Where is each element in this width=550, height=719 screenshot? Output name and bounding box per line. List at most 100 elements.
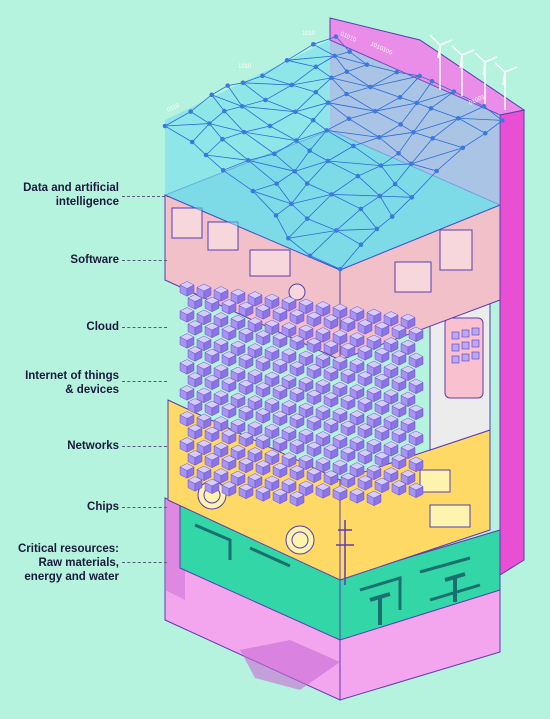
network-node	[304, 216, 310, 221]
cloud-cube	[204, 478, 220, 487]
network-link	[379, 131, 414, 138]
cloud-cube	[357, 345, 373, 353]
network-link	[296, 140, 310, 151]
network-link	[326, 130, 380, 138]
network-link	[287, 55, 335, 61]
cloud-cube	[383, 441, 399, 449]
network-link	[262, 59, 288, 77]
network-node	[273, 213, 279, 218]
network-link	[190, 111, 210, 124]
network-node	[389, 214, 395, 219]
network-link	[286, 43, 314, 61]
leader-line	[122, 196, 170, 197]
cloud-cube	[366, 490, 382, 499]
cloud-cube	[187, 476, 203, 484]
network-node	[333, 34, 339, 39]
network-node	[188, 109, 193, 114]
cloud-cube	[366, 308, 382, 317]
cloud-cube	[323, 366, 339, 374]
network-node	[377, 193, 383, 199]
cloud-cube	[349, 332, 365, 340]
cloud-cube	[179, 463, 195, 471]
network-link	[349, 51, 368, 65]
cloud-cube	[204, 400, 220, 409]
network-link	[294, 160, 328, 172]
network-link	[378, 137, 399, 154]
cloud-cube	[179, 411, 195, 419]
network-link	[307, 218, 337, 231]
iot-layer	[429, 289, 491, 451]
cloud-cube	[272, 332, 288, 341]
network-link	[413, 131, 433, 139]
network-link	[191, 123, 210, 143]
cloud-cube	[264, 293, 280, 302]
network-node	[241, 129, 247, 135]
network-node	[307, 148, 312, 153]
cloud-cube	[247, 395, 263, 403]
cloud-cube	[221, 429, 237, 437]
cloud-cube	[255, 356, 271, 364]
network-node	[344, 69, 350, 75]
cloud-cube	[255, 486, 271, 494]
cloud-cube	[332, 433, 348, 442]
network-node	[358, 242, 364, 247]
network-link	[376, 216, 393, 230]
cloud-cube	[298, 350, 314, 359]
network-link	[353, 136, 380, 147]
cloud-cube	[408, 430, 424, 439]
network-link	[244, 125, 271, 133]
cloud-cube	[247, 447, 263, 455]
cloud-cube	[323, 418, 339, 426]
cloud-cube	[255, 460, 271, 468]
layer-label-chips: Chips	[87, 501, 119, 513]
network-link	[432, 137, 463, 149]
cloud-cube	[264, 475, 280, 484]
network-node	[358, 206, 364, 212]
cloud-cube	[238, 353, 254, 362]
cloud-cube	[179, 359, 195, 367]
network-link	[375, 102, 417, 112]
network-link	[190, 94, 212, 112]
network-node	[203, 152, 209, 158]
network-node	[263, 97, 268, 103]
network-link	[326, 118, 350, 131]
cloud-cube	[408, 378, 424, 387]
cloud-cube	[247, 473, 263, 481]
cloud-cube	[264, 423, 280, 432]
cloud-cube	[315, 483, 331, 491]
leader-line	[122, 381, 167, 382]
network-link	[315, 91, 329, 103]
cloud-cube	[374, 399, 390, 408]
cloud-cube	[221, 377, 237, 385]
network-node	[372, 108, 378, 114]
network-node	[272, 151, 277, 157]
cloud-cube	[281, 296, 297, 304]
network-link	[391, 197, 413, 217]
cloud-cube	[272, 384, 288, 393]
cloud-cube	[383, 363, 399, 371]
cloud-cube	[255, 330, 271, 338]
cloud-cube	[400, 391, 416, 400]
network-node	[499, 118, 505, 123]
network-link	[326, 130, 354, 147]
network-link	[222, 169, 254, 192]
network-link	[286, 59, 317, 68]
cloud-cube	[281, 452, 297, 460]
cloud-cube	[315, 405, 331, 413]
network-node	[250, 188, 256, 194]
network-link	[296, 119, 314, 141]
network-link	[243, 131, 275, 155]
cloud-cube	[340, 368, 356, 377]
cloud-cube	[179, 333, 195, 341]
network-node	[451, 89, 457, 94]
network-link	[252, 190, 292, 205]
network-link	[309, 150, 329, 162]
network-link	[327, 93, 347, 104]
network-link	[400, 102, 418, 125]
cloud-cube	[383, 389, 399, 397]
cloud-cube	[247, 317, 263, 325]
cloud-cube	[264, 345, 280, 354]
cloud-cube	[272, 306, 288, 315]
binary-tag: 1010	[302, 31, 316, 37]
